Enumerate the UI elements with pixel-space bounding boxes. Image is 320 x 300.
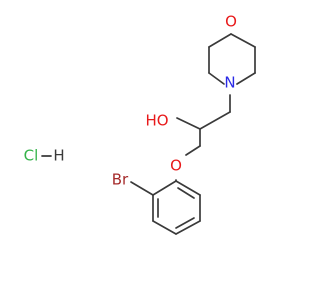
bond-ring-br [130,181,154,196]
bond-ring-6 [175,180,201,196]
atom-labels: O N HO O Br Cl H [24,13,237,189]
bond-choh-oh [176,117,201,130]
structure-diagram: O N HO O Br Cl H [24,13,256,235]
bond-ring-4 [175,220,201,235]
bond-morpholine-1 [208,33,232,48]
hydroxyl-label: HO [145,112,168,130]
molecule-canvas: O N HO O Br Cl H [23,12,256,235]
bond-morpholine-2 [230,33,256,48]
bond-morpholine-5 [208,72,225,85]
hydrochloride-cl-label: Cl [24,147,39,165]
bromine-label: Br [112,171,129,189]
bond-ring-double-2 [175,217,195,229]
bond-ring-1 [152,180,177,196]
bond-ch2-o [185,145,201,156]
ether-oxygen-label: O [170,157,182,175]
bond-morpholine-4 [236,72,256,85]
bond-ring-3 [152,220,177,235]
hydrochloride-h-label: H [53,147,64,165]
bond-ring-double-3 [177,187,195,199]
morpholine-oxygen-label: O [225,13,237,31]
bond-ch2-choh [199,111,231,130]
morpholine-nitrogen-label: N [224,74,235,92]
bond-group [41,33,256,235]
